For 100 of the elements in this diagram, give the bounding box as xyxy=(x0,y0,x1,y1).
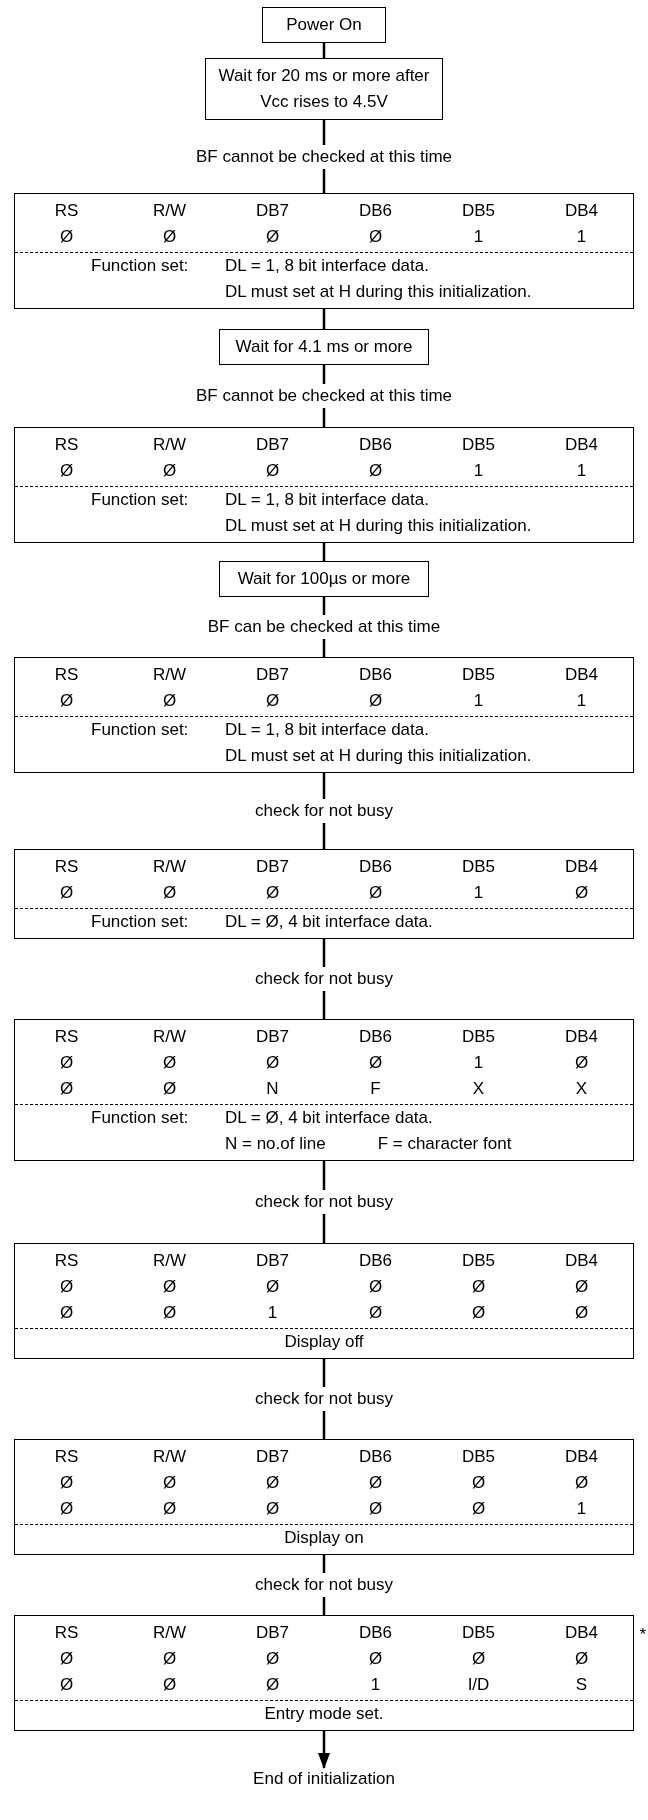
bit-value: N xyxy=(266,1078,279,1100)
instruction-table xyxy=(14,1615,634,1731)
column-header: R/W xyxy=(152,1446,186,1468)
instruction-table xyxy=(14,427,634,543)
bit-value: Ø xyxy=(368,1276,383,1298)
description-label: Function set: xyxy=(91,490,189,509)
description-text: N = no.of line xyxy=(225,1133,326,1155)
bit-value: 1 xyxy=(473,1052,484,1074)
bit-value: Ø xyxy=(59,1302,74,1324)
bit-value: I/D xyxy=(467,1674,490,1696)
description-text: DL = 1, 8 bit interface data. xyxy=(225,720,429,739)
column-header: DB6 xyxy=(358,1622,393,1644)
description-text: DL = Ø, 4 bit interface data. xyxy=(225,912,433,931)
bit-value: 1 xyxy=(267,1302,278,1324)
column-header: DB7 xyxy=(255,856,290,878)
bit-value: 1 xyxy=(473,690,484,712)
column-header: DB6 xyxy=(358,1446,393,1468)
bit-value: Ø xyxy=(368,882,383,904)
column-header: R/W xyxy=(152,1026,186,1048)
process-box: Wait for 20 ms or more after Vcc rises to 4.5V xyxy=(205,58,443,120)
bit-value: Ø xyxy=(574,1052,589,1074)
column-header: DB7 xyxy=(255,1446,290,1468)
description-label: Function set: xyxy=(91,912,189,931)
bit-value: Ø xyxy=(162,690,177,712)
description-text: DL must set at H during this initialization. xyxy=(225,516,532,535)
bit-value: Ø xyxy=(368,1052,383,1074)
bit-value: Ø xyxy=(162,226,177,248)
bit-value: Ø xyxy=(265,1648,280,1670)
note-mark: * xyxy=(639,1624,646,1646)
bit-value: Ø xyxy=(162,1674,177,1696)
column-header: DB7 xyxy=(255,1622,290,1644)
bit-value: Ø xyxy=(574,1302,589,1324)
bit-value: Ø xyxy=(574,1472,589,1494)
bit-value: Ø xyxy=(471,1648,486,1670)
bit-value: Ø xyxy=(59,460,74,482)
bit-value: Ø xyxy=(265,1498,280,1520)
bit-value: Ø xyxy=(162,1498,177,1520)
column-header: DB7 xyxy=(255,664,290,686)
column-header: DB5 xyxy=(461,1446,496,1468)
column-header: DB5 xyxy=(461,1250,496,1272)
description-text: DL = 1, 8 bit interface data. xyxy=(225,490,429,509)
column-header: DB7 xyxy=(255,434,290,456)
bit-value: Ø xyxy=(59,1078,74,1100)
bit-value: Ø xyxy=(59,882,74,904)
column-header: RS xyxy=(54,1446,79,1468)
bit-value: X xyxy=(472,1078,485,1100)
bit-value: 1 xyxy=(473,460,484,482)
description-text: Display off xyxy=(284,1331,364,1353)
bit-value: S xyxy=(575,1674,588,1696)
column-header: RS xyxy=(54,856,79,878)
bit-value: F xyxy=(370,1078,381,1100)
column-header: DB5 xyxy=(461,1622,496,1644)
bit-value: Ø xyxy=(59,1498,74,1520)
column-header: DB4 xyxy=(564,434,599,456)
bit-value: Ø xyxy=(59,1276,74,1298)
instruction-table xyxy=(14,193,634,309)
column-header: DB5 xyxy=(461,200,496,222)
instruction-table xyxy=(14,1243,634,1359)
bit-value: Ø xyxy=(368,226,383,248)
bit-value: Ø xyxy=(265,460,280,482)
column-header: RS xyxy=(54,1026,79,1048)
description-label: Function set: xyxy=(91,720,189,739)
description-text: DL must set at H during this initialization. xyxy=(225,746,532,765)
end-label: End of initialization xyxy=(253,1768,395,1790)
bit-value: Ø xyxy=(574,1276,589,1298)
bit-value: Ø xyxy=(574,1648,589,1670)
column-header: DB5 xyxy=(461,664,496,686)
description-text: Entry mode set. xyxy=(264,1703,384,1725)
description-text: F = character font xyxy=(377,1133,512,1155)
bit-value: 1 xyxy=(576,1498,587,1520)
bit-value: 1 xyxy=(576,690,587,712)
bit-value: Ø xyxy=(162,460,177,482)
column-header: DB6 xyxy=(358,664,393,686)
description-text: DL = Ø, 4 bit interface data. xyxy=(225,1108,433,1127)
column-header: DB4 xyxy=(564,1446,599,1468)
column-header: R/W xyxy=(152,1622,186,1644)
bit-value: Ø xyxy=(59,690,74,712)
bit-value: Ø xyxy=(162,1648,177,1670)
bit-value: Ø xyxy=(368,1648,383,1670)
column-header: DB4 xyxy=(564,1250,599,1272)
column-header: R/W xyxy=(152,200,186,222)
bit-value: 1 xyxy=(473,226,484,248)
instruction-table xyxy=(14,1439,634,1555)
bit-value: Ø xyxy=(471,1472,486,1494)
column-header: RS xyxy=(54,200,79,222)
bit-value: Ø xyxy=(574,882,589,904)
bit-value: Ø xyxy=(265,226,280,248)
bit-value: Ø xyxy=(162,1078,177,1100)
bit-value: Ø xyxy=(265,1472,280,1494)
description-text: Display on xyxy=(284,1527,364,1549)
column-header: DB5 xyxy=(461,1026,496,1048)
column-header: DB7 xyxy=(255,1250,290,1272)
arrow xyxy=(318,1731,330,1769)
column-header: DB5 xyxy=(461,434,496,456)
bit-value: Ø xyxy=(368,460,383,482)
bit-value: Ø xyxy=(59,1052,74,1074)
bit-value: Ø xyxy=(162,1052,177,1074)
column-header: DB4 xyxy=(564,856,599,878)
description-text: DL = 1, 8 bit interface data. xyxy=(225,256,429,275)
column-header: RS xyxy=(54,1250,79,1272)
